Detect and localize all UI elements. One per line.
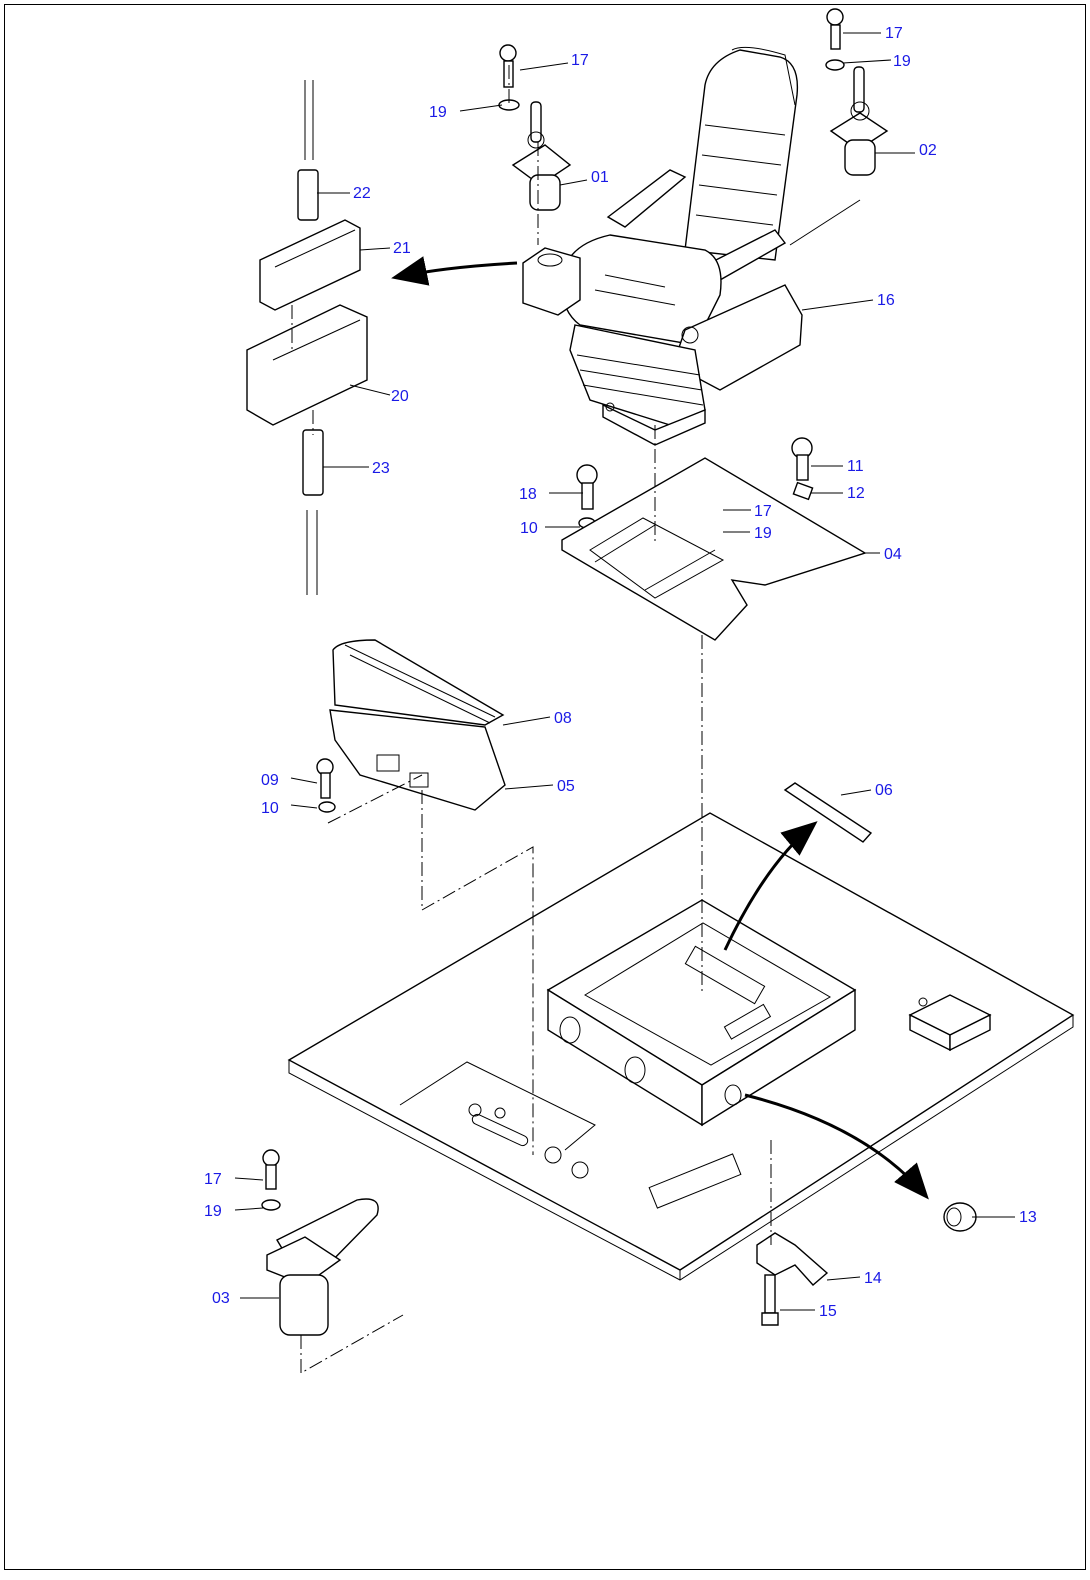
mount-bracket [756,1232,829,1286]
console-cover [332,639,505,726]
callout-15: 15 [819,1303,837,1320]
callout-17-top-right: 17 [885,25,903,42]
callout-16: 16 [877,292,895,309]
axis-bolt-09 [327,774,423,824]
arrow-to-grommet [744,1093,929,1200]
diagram-page: 01 02 03 04 05 06 08 09 10 10 11 12 13 1… [4,4,1086,1570]
bolt-17-top-right [825,8,845,71]
callout-19-top-right: 19 [893,53,911,70]
bracket-strip [783,782,873,843]
floor-tray [908,994,992,1052]
callout-19-plate: 19 [754,525,772,542]
callout-19-pedal: 19 [204,1203,222,1220]
callout-labels: 01 02 03 04 05 06 08 09 10 10 11 12 13 1… [204,25,1037,1320]
callout-17-plate: 17 [754,503,772,520]
bolt-17-pedal [261,1149,281,1211]
callout-13: 13 [1019,1209,1037,1226]
console-body [329,709,506,811]
callout-14: 14 [864,1270,882,1287]
bolt-11 [791,437,814,501]
arrow-to-bracket [723,821,818,951]
callout-10-console: 10 [261,800,279,817]
callout-10-plate: 10 [520,520,538,537]
arrow-to-connector [391,256,518,286]
exploded-parts-drawing: 01 02 03 04 05 06 08 09 10 10 11 12 13 1… [204,8,1075,1374]
callout-23: 23 [372,460,390,477]
callout-05: 05 [557,778,575,795]
seat-mount-plate [561,457,867,641]
joystick-left [511,101,572,211]
callout-20: 20 [391,388,409,405]
callout-01: 01 [591,169,609,186]
callout-03: 03 [212,1290,230,1307]
callout-11: 11 [847,458,864,475]
seat-base-box [546,899,857,1127]
callout-21: 21 [393,240,411,257]
axis-console [421,790,534,1155]
callout-04: 04 [884,546,902,563]
callout-02: 02 [919,142,937,159]
operator-seat [522,46,861,446]
bolt-18 [576,464,598,529]
joystick-right [829,66,889,176]
callout-18: 18 [519,486,537,503]
bolt-15 [761,1274,779,1326]
callout-19-top-left: 19 [429,104,447,121]
foot-pedal [266,1198,379,1336]
grommet [943,1202,977,1232]
connector-assembly [246,80,368,595]
callout-06: 06 [875,782,893,799]
callout-17-top-left: 17 [571,52,589,69]
callout-17-pedal: 17 [204,1171,222,1188]
callout-08: 08 [554,710,572,727]
axis-pedal [300,1314,404,1374]
callout-22: 22 [353,185,371,202]
bolt-09 [316,758,336,813]
callout-09: 09 [261,772,279,789]
callout-12: 12 [847,485,865,502]
